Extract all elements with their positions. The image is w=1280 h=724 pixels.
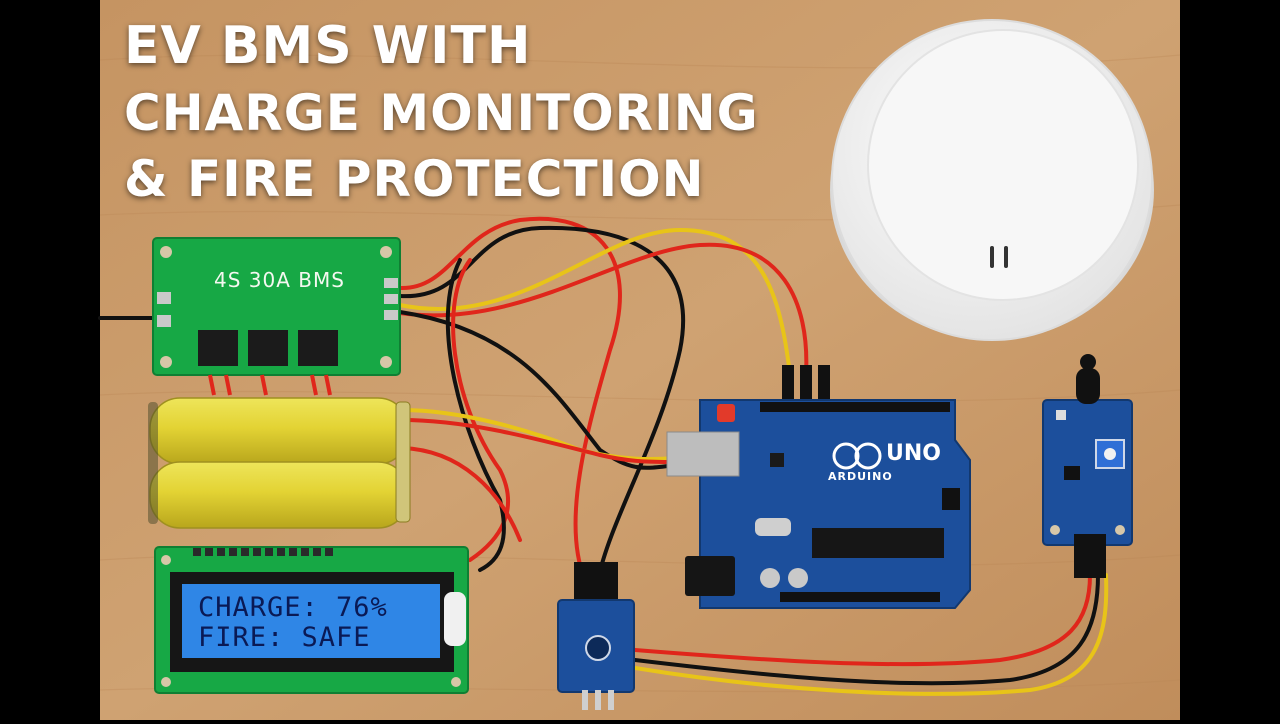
title-line-3: & FIRE PROTECTION <box>124 150 705 208</box>
title-line-2: CHARGE MONITORING <box>124 84 759 142</box>
arduino-uno-board <box>666 399 971 609</box>
small-sensor-module <box>557 562 635 710</box>
lcd-module <box>154 546 469 694</box>
bms-board-label: 4S 30A BMS <box>214 268 345 292</box>
battery-pack <box>148 397 411 529</box>
title-line-1: EV BMS WITH <box>124 16 532 76</box>
smoke-detector <box>830 19 1154 341</box>
flame-sensor-module <box>1042 354 1133 578</box>
lcd-line-2: FIRE: SAFE <box>198 622 371 653</box>
bms-board <box>152 237 401 396</box>
arduino-brand-label: ARDUINO <box>828 470 893 483</box>
arduino-uno-logo: UNO <box>886 441 941 466</box>
lcd-line-1: CHARGE: 76% <box>198 592 388 623</box>
jumper-headers <box>782 365 830 399</box>
wiring <box>98 216 1109 696</box>
